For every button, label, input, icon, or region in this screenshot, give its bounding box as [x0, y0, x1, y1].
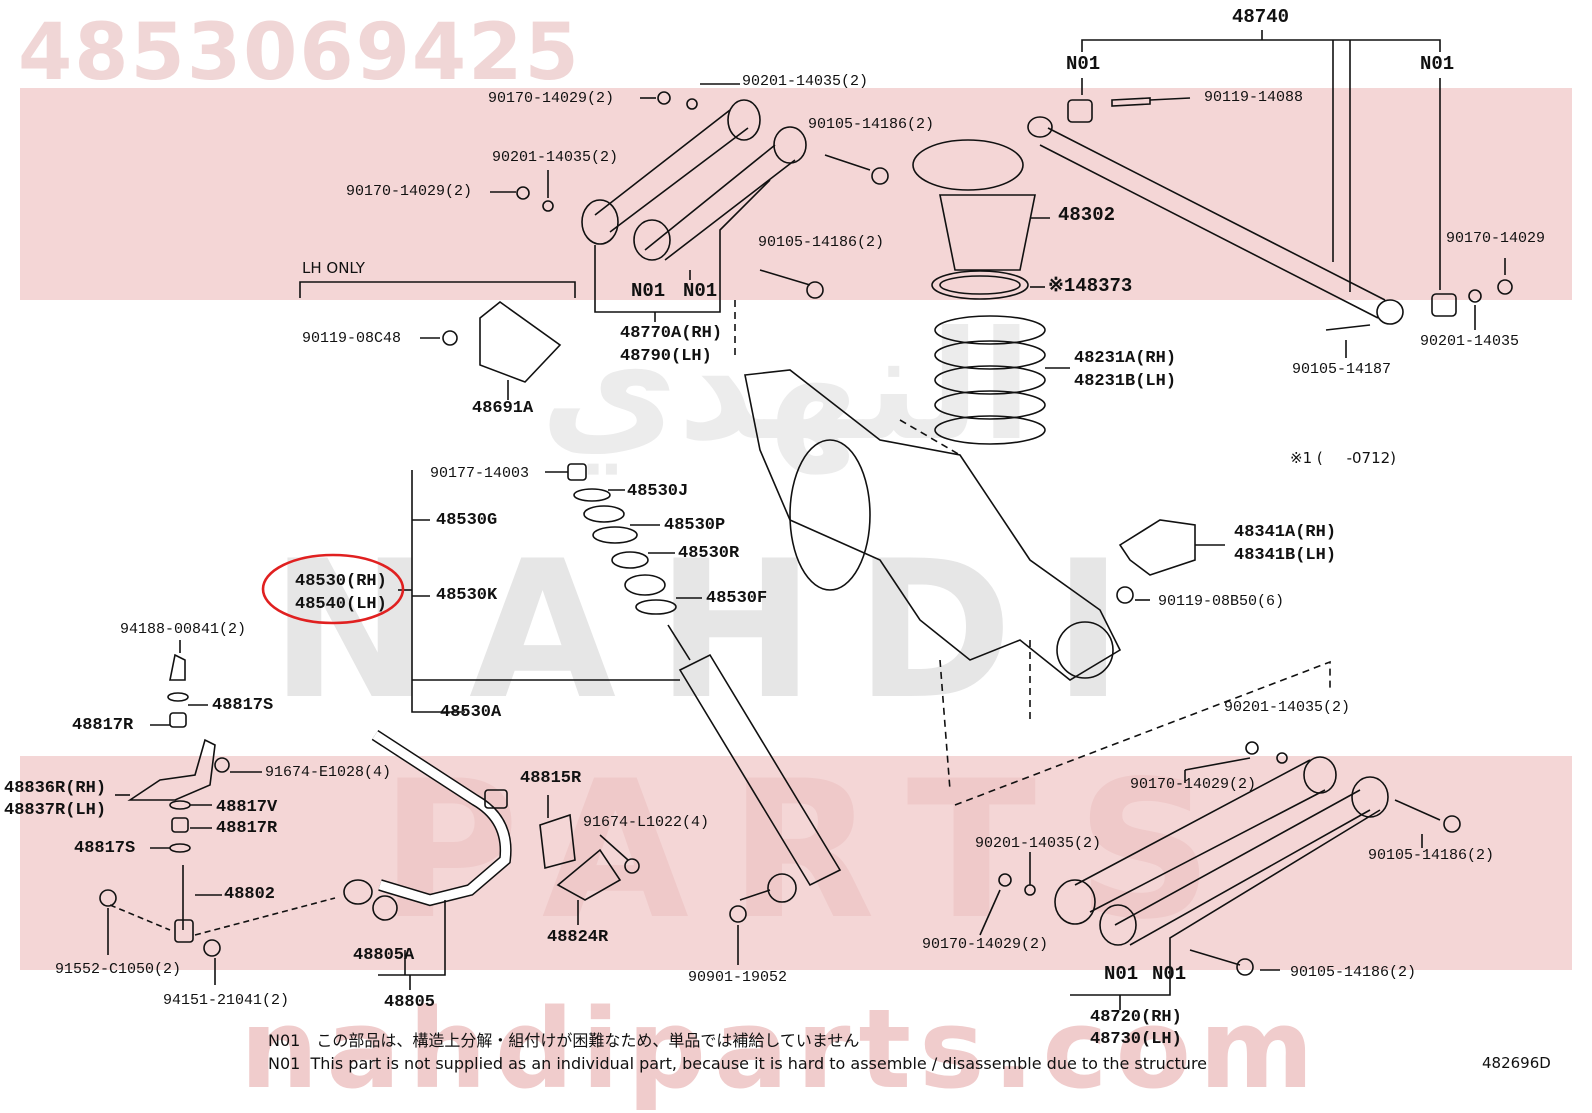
label-90201-14035-2a: 90201-14035(2) — [742, 73, 869, 90]
label-90105-14186-2b: 90105-14186(2) — [758, 234, 885, 251]
label-48790: 48790(LH) — [620, 347, 712, 366]
shock-bracket — [411, 470, 465, 713]
label-90170-14029-2d: 90170-14029(2) — [922, 936, 1049, 953]
label-48817v: 48817V — [216, 798, 278, 817]
label-48302: 48302 — [1058, 204, 1116, 226]
label-90170-14029-2a: 90170-14029(2) — [488, 90, 615, 107]
upper-arm-2 — [644, 144, 796, 261]
label-48824r: 48824R — [547, 928, 609, 947]
shock-body — [678, 653, 842, 887]
label-90119-08c48: 90119-08C48 — [302, 330, 402, 347]
label-n01-c: N01 — [631, 280, 666, 302]
label-48802: 48802 — [224, 885, 276, 904]
label-48817r-b: 48817R — [216, 819, 278, 838]
stabilizer-link-48802 — [174, 919, 194, 943]
label-n01-f: N01 — [1152, 963, 1187, 985]
highlight-circle — [261, 553, 405, 625]
label-48530g: 48530G — [436, 511, 498, 530]
label-48530f: 48530F — [706, 589, 768, 608]
label-48817s-a: 48817S — [212, 696, 274, 715]
label-n01-d: N01 — [683, 280, 718, 302]
label-90177-14003: 90177-14003 — [430, 465, 530, 482]
heat-insulator-48691a — [479, 300, 562, 383]
label-48530k: 48530K — [436, 586, 498, 605]
label-90170-14029-2c: 90170-14029(2) — [1130, 776, 1257, 793]
label-90901-19052: 90901-19052 — [688, 969, 788, 986]
label-90170-14029-2b: 90170-14029(2) — [346, 183, 473, 200]
label-48530j: 48530J — [627, 482, 689, 501]
link-bracket — [127, 738, 216, 801]
label-n01-a: N01 — [1066, 53, 1101, 75]
label-n01-b: N01 — [1420, 53, 1455, 75]
watermark-part-number: 4853069425 — [18, 8, 581, 98]
label-48837r: 48837R(LH) — [4, 801, 107, 820]
bracket-48341 — [1118, 519, 1196, 576]
label-90119-14088: 90119-14088 — [1204, 89, 1304, 106]
label-48730: 48730(LH) — [1090, 1030, 1182, 1049]
label-48530a: 48530A — [440, 703, 502, 722]
label-note1: ※1 ( -0712) — [1290, 449, 1397, 467]
label-48540-lh: 48540(LH) — [295, 595, 387, 614]
label-90105-14186-2c: 90105-14186(2) — [1368, 847, 1495, 864]
label-48231b: 48231B(LH) — [1074, 372, 1177, 391]
label-48530r: 48530R — [678, 544, 740, 563]
label-48341a: 48341A(RH) — [1234, 523, 1337, 542]
label-94188-00841: 94188-00841(2) — [120, 621, 247, 638]
label-48530p: 48530P — [664, 516, 726, 535]
spring-seat — [931, 270, 1029, 300]
label-lh-only: LH ONLY — [302, 259, 365, 277]
label-91552-c1050: 91552-C1050(2) — [55, 961, 182, 978]
label-90201-14035: 90201-14035 — [1420, 333, 1520, 350]
watermark-site: nahdiparts.com — [240, 985, 1322, 1113]
stabilizer-bushing — [539, 813, 576, 870]
label-48836r: 48836R(RH) — [4, 779, 107, 798]
label-91674-e1028: 91674-E1028(4) — [265, 764, 392, 781]
coil-spring — [934, 315, 1046, 445]
label-48691a: 48691A — [472, 399, 534, 418]
label-48231a: 48231A(RH) — [1074, 349, 1177, 368]
label-48341b: 48341B(LH) — [1234, 546, 1337, 565]
label-48720: 48720(RH) — [1090, 1008, 1182, 1027]
bushing-n01-a — [1067, 99, 1093, 123]
label-90105-14186-2a: 90105-14186(2) — [808, 116, 935, 133]
label-48817r-a: 48817R — [72, 716, 134, 735]
upper-arm-1 — [594, 109, 749, 233]
label-90201-14035-2d: 90201-14035(2) — [975, 835, 1102, 852]
label-48770a: 48770A(RH) — [620, 324, 723, 343]
label-94151-21041: 94151-21041(2) — [163, 992, 290, 1009]
lower-arm-1 — [1074, 759, 1326, 913]
label-90119-08b50: 90119-08B50(6) — [1158, 593, 1285, 610]
axle-housing — [744, 369, 1122, 681]
label-91674-l1022: 91674-L1022(4) — [583, 814, 710, 831]
bump-stop — [939, 194, 1036, 271]
label-48740: 48740 — [1232, 6, 1290, 28]
label-48815r: 48815R — [520, 769, 582, 788]
diagram-code: 482696D — [1482, 1054, 1551, 1072]
label-48805a: 48805A — [353, 946, 415, 965]
label-48530-rh: 48530(RH) — [295, 572, 387, 591]
label-90201-14035-2b: 90201-14035(2) — [492, 149, 619, 166]
lateral-rod — [1039, 127, 1386, 319]
label-48817s-b: 48817S — [74, 839, 136, 858]
stabilizer-bracket — [556, 848, 622, 901]
watermark-band-top — [20, 88, 1572, 300]
label-90201-14035-2c: 90201-14035(2) — [1224, 699, 1351, 716]
watermark-arabic: النهدي — [540, 300, 1033, 474]
bushing-n01-b — [1431, 293, 1457, 317]
label-n01-e: N01 — [1104, 963, 1139, 985]
label-90170-14029: 90170-14029 — [1446, 230, 1546, 247]
footnote-en: N01 This part is not supplied as an indi… — [268, 1054, 1208, 1073]
label-48805: 48805 — [384, 993, 436, 1012]
label-148373: ※148373 — [1048, 275, 1133, 297]
label-90105-14186-2d: 90105-14186(2) — [1290, 964, 1417, 981]
bracket-48740 — [1081, 39, 1441, 52]
label-90105-14187: 90105-14187 — [1292, 361, 1392, 378]
footnote-jp: N01 この部品は、構造上分解・組付けが困難なため、単品では補給していません — [268, 1031, 860, 1050]
